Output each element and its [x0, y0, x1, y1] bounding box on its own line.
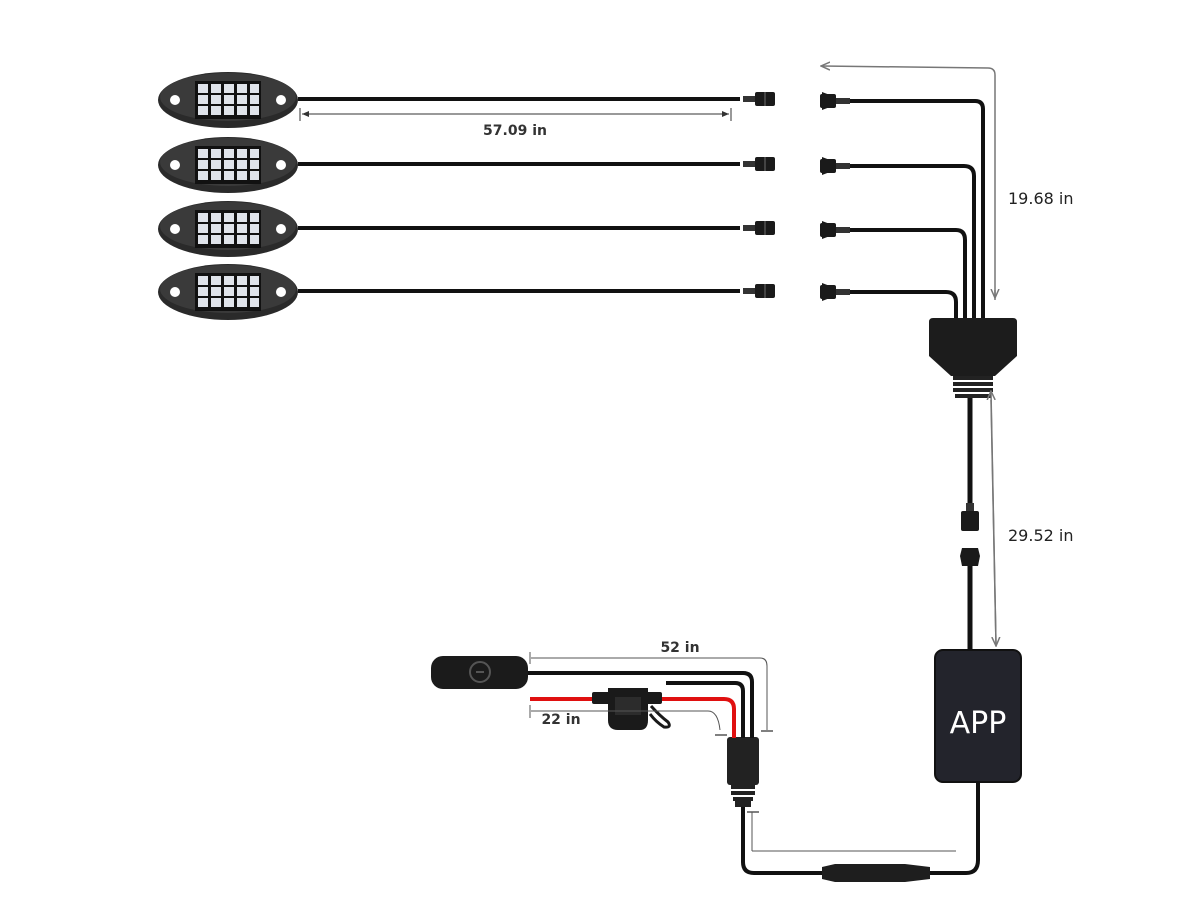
dimension-label: 19.68 in [1008, 189, 1073, 208]
led-pod-3 [158, 201, 775, 257]
dimension-fuse-lead: 22 in [529, 705, 727, 736]
female-connector-icon [820, 157, 850, 175]
dimension-pod-cable: 57.09 in [299, 108, 732, 139]
female-connector-icon [820, 92, 850, 110]
male-connector-icon [743, 157, 775, 171]
dimension-label: 57.09 in [483, 123, 547, 139]
female-connector-icon [820, 283, 850, 301]
controller-label: APP [950, 706, 1007, 741]
male-connector-icon [961, 511, 979, 531]
harness-connector [727, 737, 759, 807]
dimension-label: 52 in [660, 640, 699, 656]
dimension-label: 22 in [541, 712, 580, 728]
dimension-splitter-leads: 19.68 in [822, 66, 1073, 300]
power-cable [741, 806, 980, 882]
led-pod-4 [158, 264, 775, 320]
inline-fuse-holder [592, 688, 671, 730]
fuse-cap-icon [648, 704, 671, 729]
splitter-hub [929, 318, 1017, 398]
splitter-output-cable [960, 398, 980, 652]
rock-light-icon [158, 137, 298, 193]
app-controller: APP [934, 649, 1022, 860]
rocker-switch [431, 656, 528, 689]
female-connector-icon [820, 221, 850, 239]
female-connector-icon [960, 548, 980, 566]
led-pod-2 [158, 137, 775, 193]
male-connector-icon [743, 92, 775, 106]
power-button-icon [469, 661, 491, 683]
led-pod-1 [158, 72, 775, 128]
switch-wiring [526, 671, 754, 738]
splitter-leads [820, 92, 985, 320]
rock-light-icon [158, 264, 298, 320]
dimension-switch-harness: 52 in [529, 640, 773, 732]
dimension-label: 29.52 in [1008, 526, 1073, 545]
inline-joint-icon [822, 864, 930, 882]
dimension-power-cable [747, 811, 956, 852]
dimension-splitter-to-controller: 29.52 in [991, 392, 1073, 645]
rock-light-icon [158, 72, 298, 128]
male-connector-icon [743, 221, 775, 235]
rock-light-icon [158, 201, 298, 257]
male-connector-icon [743, 284, 775, 298]
